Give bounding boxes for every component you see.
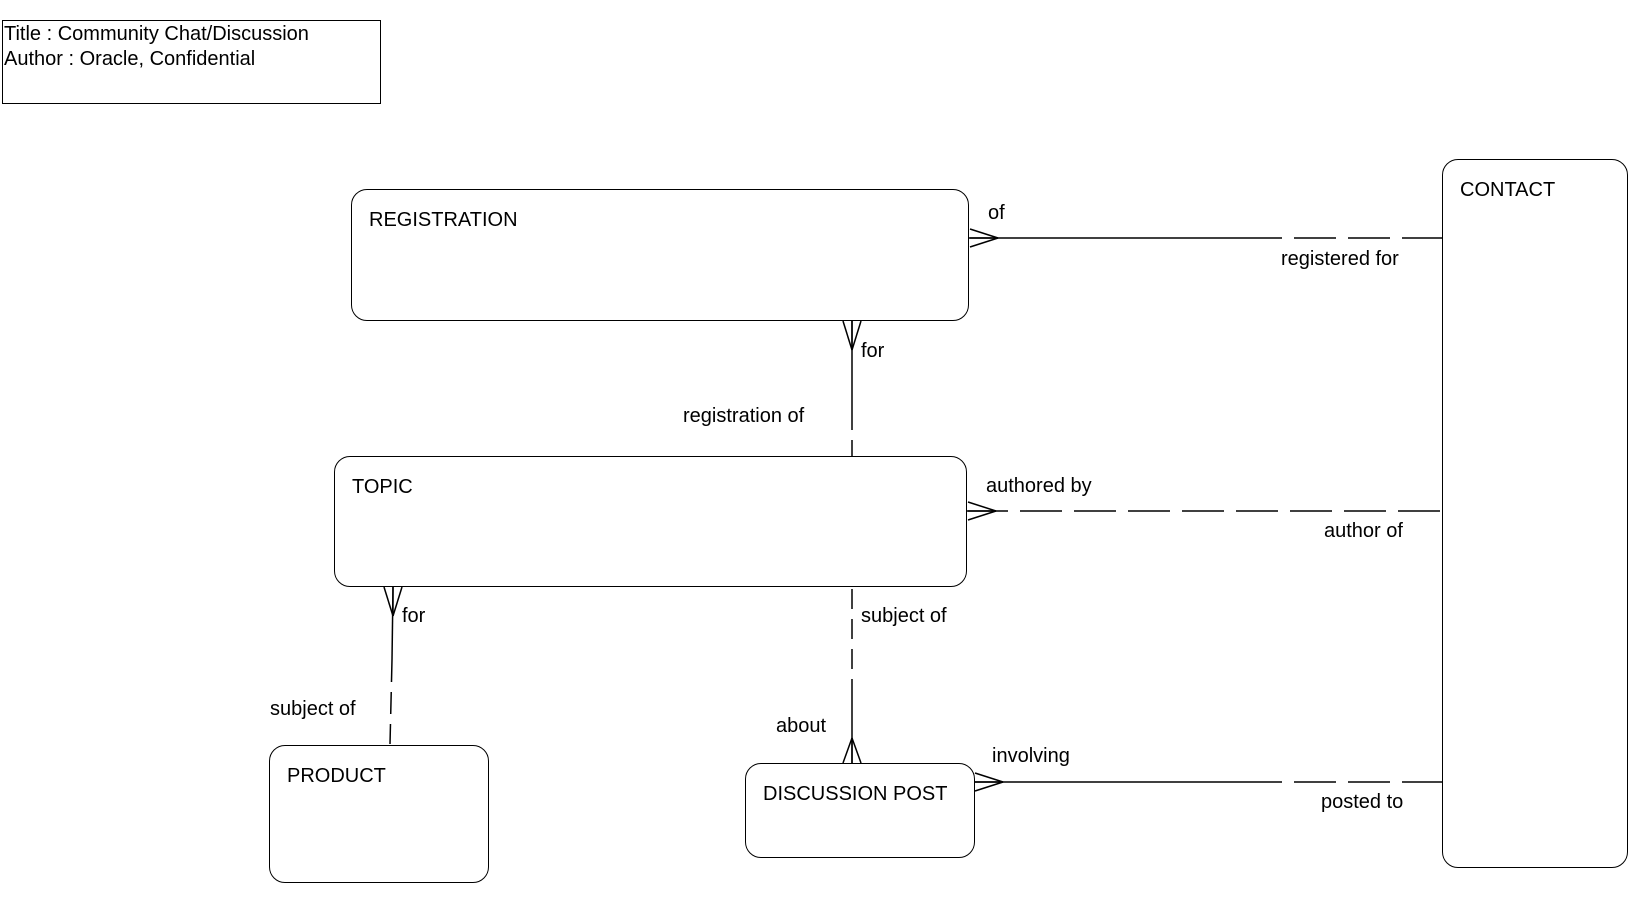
crows-foot-post: [974, 772, 1004, 792]
label-registration-of-topic: registration of: [683, 405, 805, 427]
relationship-topic-post: [842, 589, 862, 764]
crows-foot-registration: [969, 228, 999, 248]
label-registered-for: registered for: [1281, 248, 1399, 270]
label-topic-subject-of: subject of: [861, 605, 947, 627]
label-author-of: author of: [1324, 520, 1403, 542]
relationship-line-dashed: [389, 659, 393, 745]
crows-foot-registration: [842, 320, 862, 351]
entity-name: CONTACT: [1460, 179, 1556, 201]
label-registration-of: of: [988, 202, 1005, 224]
entity-name: TOPIC: [352, 476, 413, 498]
relationship-topic-product: [383, 586, 403, 745]
entity-topic[interactable]: TOPIC: [334, 456, 967, 587]
label-registration-for: for: [861, 340, 885, 362]
entity-contact[interactable]: CONTACT: [1442, 159, 1628, 868]
crows-foot-topic: [383, 586, 403, 617]
entity-name: REGISTRATION: [369, 209, 518, 231]
label-topic-for: for: [402, 605, 426, 627]
diagram-author: Author : Oracle, Confidential: [4, 48, 256, 70]
entity-name: PRODUCT: [287, 765, 386, 787]
crows-foot-post: [842, 737, 862, 764]
crows-foot-topic: [967, 501, 997, 521]
entity-discussion-post[interactable]: DISCUSSION POST: [745, 763, 975, 858]
title-block: Title : Community Chat/Discussion Author…: [2, 20, 381, 104]
label-authored-by: authored by: [986, 475, 1092, 497]
relationship-registration-contact: [968, 228, 1443, 248]
relationship-topic-contact: [966, 501, 1443, 521]
entity-registration[interactable]: REGISTRATION: [351, 189, 969, 321]
relationship-registration-topic: [842, 320, 862, 457]
label-involving: involving: [992, 745, 1070, 767]
label-about: about: [776, 715, 827, 737]
entity-product[interactable]: PRODUCT: [269, 745, 489, 883]
entity-name: DISCUSSION POST: [763, 783, 948, 805]
relationship-post-contact: [974, 772, 1443, 792]
label-product-subject-of: subject of: [270, 698, 356, 720]
label-posted-to: posted to: [1321, 791, 1404, 813]
diagram-title: Title : Community Chat/Discussion: [4, 23, 309, 45]
